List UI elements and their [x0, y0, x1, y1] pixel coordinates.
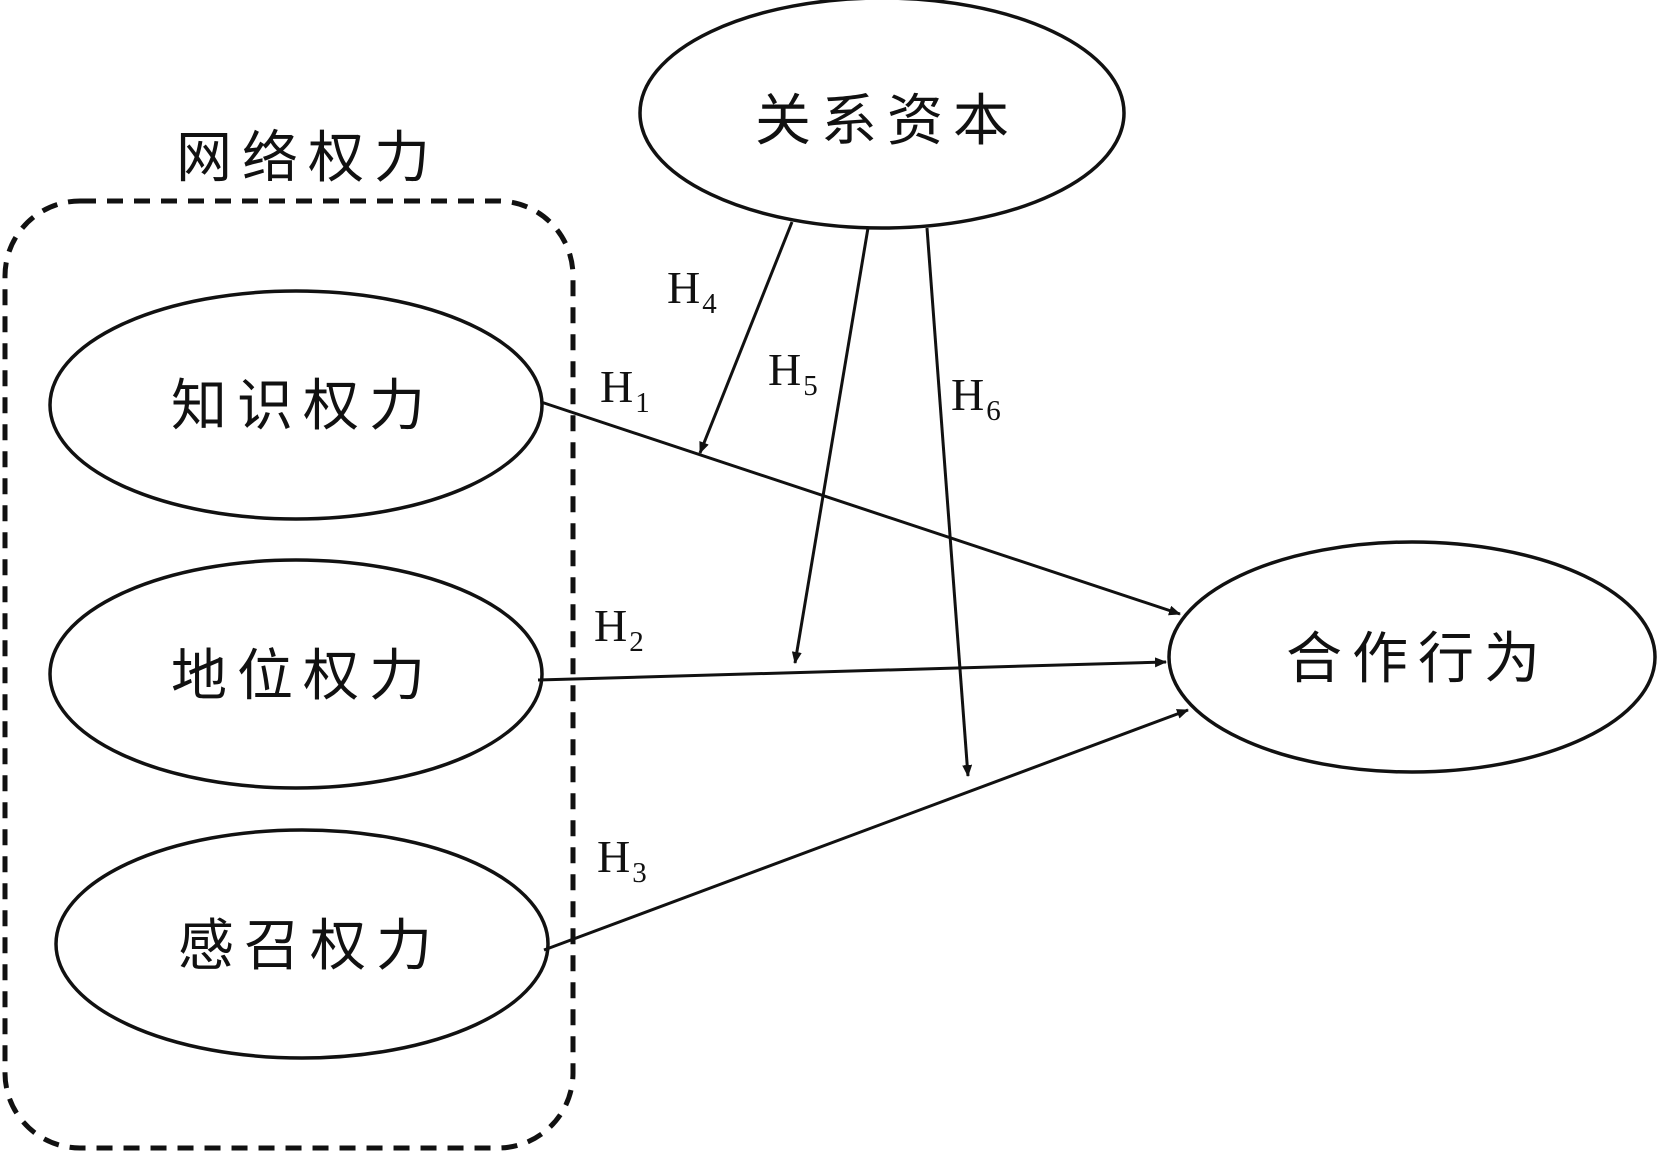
network-power-group-box: [2, 198, 576, 1151]
charisma-power-label: 感召权力: [178, 914, 442, 979]
edge-h2-arrow: [537, 657, 1167, 682]
relational-capital-ellipse: [638, 0, 1126, 230]
hypothesis-label-h1: H1: [600, 361, 650, 419]
edge-h1-arrow: [540, 400, 1181, 616]
hypothesis-label-h2: H2: [594, 600, 644, 658]
node-knowledge-power: 知识权力: [48, 289, 544, 521]
knowledge-power-ellipse: [48, 289, 544, 521]
network-power-group-label: 网络权力: [176, 126, 440, 191]
network-power-group: 网络权力: [2, 126, 576, 1151]
node-cooperative-behavior: 合作行为: [1167, 540, 1657, 774]
cooperative-behavior-label: 合作行为: [1286, 627, 1550, 692]
status-power-ellipse: [48, 558, 544, 790]
edge-h3-arrow: [543, 708, 1189, 952]
edge-h5-arrow: [791, 227, 870, 664]
hypothesis-label-h4: H4: [667, 262, 717, 320]
node-charisma-power: 感召权力: [54, 828, 550, 1060]
edge-h6-arrow: [925, 227, 973, 777]
knowledge-power-label: 知识权力: [171, 374, 435, 439]
relational-capital-label: 关系资本: [755, 89, 1019, 154]
node-relational-capital: 关系资本: [638, 0, 1126, 230]
status-power-label: 地位权力: [171, 644, 435, 709]
node-status-power: 地位权力: [48, 558, 544, 790]
cooperative-behavior-ellipse: [1167, 540, 1657, 774]
hypothesis-label-h6: H6: [951, 369, 1001, 427]
hypothesis-label-h3: H3: [597, 831, 647, 889]
edge-h4-arrow: [698, 221, 794, 454]
charisma-power-ellipse: [54, 828, 550, 1060]
hypothesis-label-h5: H5: [768, 344, 818, 402]
